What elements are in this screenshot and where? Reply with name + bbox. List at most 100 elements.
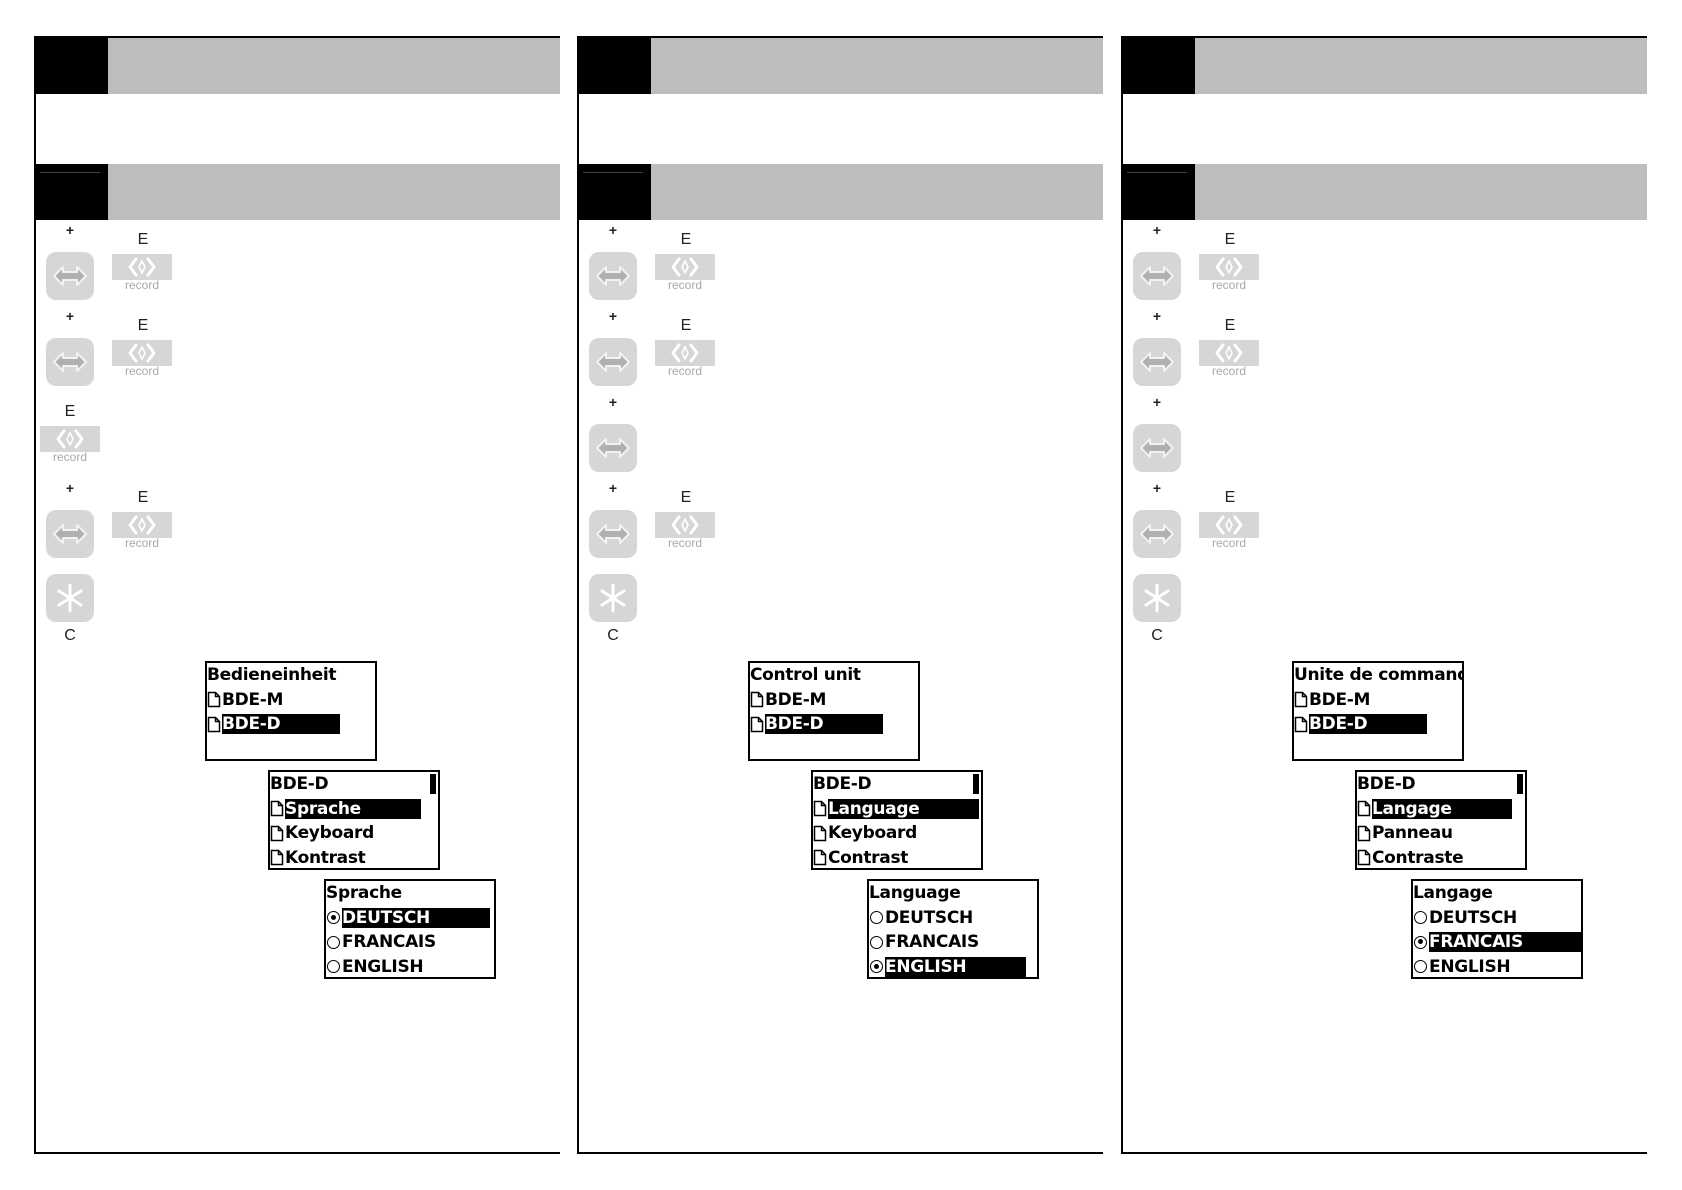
menu-item[interactable]: Keyboard [813, 821, 981, 846]
key-label-e: E [1224, 489, 1236, 506]
instruction-panel: + E record + E record + + E record C Con… [577, 36, 1103, 1154]
language-option-label: DEUTSCH [342, 907, 490, 928]
menu-item[interactable]: BDE-D [1294, 712, 1462, 737]
record-icon [671, 257, 699, 277]
menu-item[interactable]: Sprache [270, 797, 438, 822]
record-button[interactable]: record [1199, 512, 1259, 552]
lcd-title: BDE-D [813, 772, 981, 797]
record-button[interactable]: record [655, 254, 715, 294]
language-option[interactable]: ENGLISH [326, 955, 494, 980]
menu-item[interactable]: Contraste [1357, 846, 1525, 871]
menu-item-label: Panneau [1372, 823, 1453, 843]
language-option-label: ENGLISH [885, 956, 1027, 977]
language-option[interactable]: ENGLISH [869, 955, 1037, 980]
menu-item[interactable]: Language [813, 797, 981, 822]
double-arrow-icon [596, 352, 630, 372]
language-option[interactable]: ENGLISH [1413, 955, 1581, 980]
document-icon [270, 800, 284, 817]
document-icon [270, 825, 284, 841]
key-label-e: E [1224, 317, 1236, 334]
key-label-e: E [680, 489, 692, 506]
record-button[interactable]: record [40, 426, 100, 466]
escape-button[interactable] [1133, 574, 1181, 622]
header-bar [1123, 38, 1647, 94]
arrow-button[interactable] [46, 510, 94, 558]
asterisk-icon [57, 583, 83, 613]
arrow-button[interactable] [1133, 252, 1181, 300]
record-label: record [667, 364, 702, 378]
menu-item-label: Contrast [828, 847, 909, 868]
double-arrow-icon [1140, 438, 1174, 458]
language-option[interactable]: FRANCAIS [1413, 930, 1581, 955]
scrollbar [430, 774, 436, 794]
arrow-button[interactable] [589, 510, 637, 558]
language-option[interactable]: DEUTSCH [1413, 906, 1581, 931]
lcd-title: Sprache [326, 883, 402, 903]
menu-item[interactable]: Contrast [813, 846, 981, 871]
radio-icon [1414, 911, 1427, 924]
key-label-c: C [64, 627, 76, 644]
scrollbar [1517, 774, 1523, 794]
language-option[interactable]: DEUTSCH [326, 906, 494, 931]
double-arrow-icon [596, 524, 630, 544]
key-label-e: E [1224, 231, 1236, 248]
record-button[interactable]: record [655, 340, 715, 380]
document-icon [207, 691, 221, 708]
menu-item-label: Langage [1372, 798, 1512, 819]
radio-icon [870, 911, 883, 924]
arrow-button[interactable] [1133, 424, 1181, 472]
language-option[interactable]: FRANCAIS [326, 930, 494, 955]
arrow-button[interactable] [1133, 338, 1181, 386]
plus-sign: + [1152, 222, 1162, 238]
document-icon [813, 849, 827, 866]
record-icon [671, 515, 699, 535]
menu-item[interactable]: BDE-M [1294, 688, 1462, 713]
arrow-button[interactable] [589, 252, 637, 300]
menu-item-label: BDE-D [1309, 714, 1428, 734]
menu-item[interactable]: BDE-M [207, 688, 375, 713]
language-option[interactable]: DEUTSCH [869, 906, 1037, 931]
arrow-button[interactable] [46, 338, 94, 386]
document-icon [1294, 716, 1308, 732]
record-icon [671, 343, 699, 363]
menu-item[interactable]: Langage [1357, 797, 1525, 822]
menu-item[interactable]: BDE-M [750, 688, 918, 713]
arrow-button[interactable] [589, 424, 637, 472]
menu-item-label: Sprache [285, 798, 421, 819]
record-button[interactable]: record [1199, 340, 1259, 380]
menu-item[interactable]: Keyboard [270, 821, 438, 846]
plus-sign: + [1152, 480, 1162, 496]
lcd-title-text: BDE-D [1357, 774, 1416, 794]
arrow-button[interactable] [589, 338, 637, 386]
menu-item[interactable]: BDE-D [207, 712, 375, 737]
menu-item[interactable]: BDE-D [750, 712, 918, 737]
double-arrow-icon [1140, 266, 1174, 286]
record-button[interactable]: record [655, 512, 715, 552]
plus-sign: + [608, 308, 618, 324]
key-label-c: C [607, 627, 619, 644]
record-button[interactable]: record [112, 340, 172, 380]
double-arrow-icon [53, 352, 87, 372]
arrow-button[interactable] [1133, 510, 1181, 558]
language-option[interactable]: FRANCAIS [869, 930, 1037, 955]
menu-item[interactable]: Kontrast [270, 846, 438, 871]
double-arrow-icon [53, 524, 87, 544]
record-button[interactable]: record [112, 512, 172, 552]
record-icon [56, 429, 84, 449]
double-arrow-icon [53, 266, 87, 286]
key-label-e: E [137, 489, 149, 506]
record-button[interactable]: record [112, 254, 172, 294]
arrow-button[interactable] [46, 252, 94, 300]
plus-sign: + [65, 222, 75, 238]
escape-button[interactable] [589, 574, 637, 622]
key-label-e: E [137, 317, 149, 334]
header-tab [579, 38, 651, 94]
menu-item[interactable]: Panneau [1357, 821, 1525, 846]
record-button[interactable]: record [1199, 254, 1259, 294]
asterisk-icon [600, 583, 626, 613]
escape-button[interactable] [46, 574, 94, 622]
